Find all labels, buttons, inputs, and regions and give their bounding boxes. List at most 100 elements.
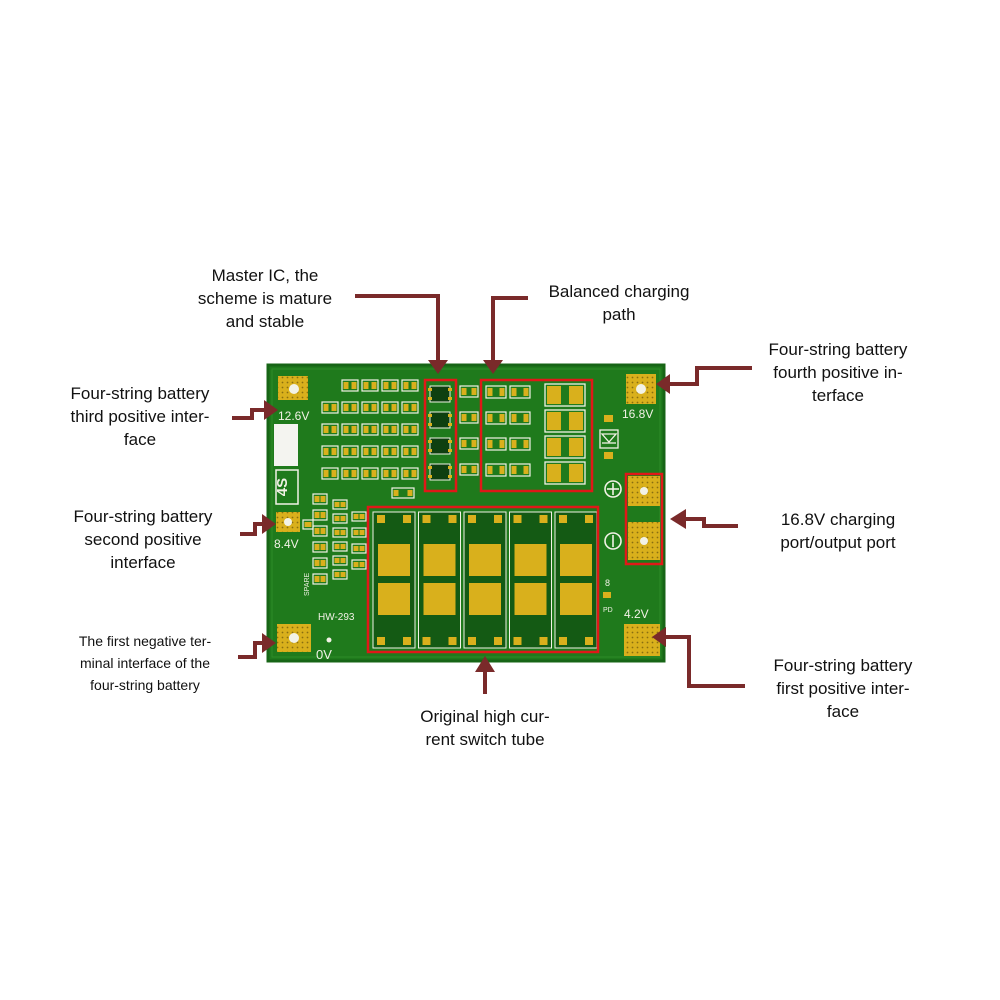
ic-pin: [448, 475, 452, 478]
callout-master-ic: Master IC, the scheme is mature and stab…: [197, 266, 333, 331]
smd-resistor-outline: [401, 467, 419, 480]
ic-body: [429, 463, 451, 481]
balance-resistor-outline: [509, 437, 531, 451]
smd-resistor-pad: [331, 404, 337, 411]
series-mark: 4S: [274, 478, 291, 496]
smd-resistor-pad: [331, 470, 337, 477]
smd-resistor-outline: [341, 423, 359, 436]
callout-charging-output-port: 16.8V charging port/output port: [780, 510, 896, 552]
smd-resistor-pad: [343, 426, 349, 433]
switch-tube-pad: [514, 544, 547, 576]
smd-resistor-outline: [381, 379, 399, 392]
smd-resistor-outline: [361, 423, 379, 436]
smd-capacitor-outline: [351, 559, 367, 570]
switch-tube-tab: [494, 637, 502, 645]
smd-resistor-outline: [321, 467, 339, 480]
ic-pin: [448, 397, 452, 400]
switch-tube-pad: [560, 583, 592, 615]
balance-resistor-pad: [499, 466, 505, 474]
ic-pin: [428, 414, 432, 417]
smd-capacitor-pad: [306, 522, 312, 527]
ic-resistor-pad: [461, 466, 467, 473]
smd-resistor-pad: [323, 426, 329, 433]
smd-resistor-outline: [361, 401, 379, 414]
highlight-balance-path: [479, 378, 594, 493]
smd-resistor-pad: [351, 448, 357, 455]
ic-pin: [448, 414, 452, 417]
switch-tube-tab: [468, 515, 476, 523]
smd-resistor-pad: [371, 470, 377, 477]
switch-tube-tab: [448, 515, 457, 523]
smd-resistor-outline: [361, 445, 379, 458]
label-0v: 0V: [316, 647, 332, 662]
smd-resistor-outline: [341, 401, 359, 414]
balance-transistor-outline: [544, 409, 586, 433]
switch-tube-tab: [539, 637, 548, 645]
arrow-charging-port: [686, 517, 738, 528]
smd-resistor-outline: [321, 445, 339, 458]
smd-resistor-pad: [323, 404, 329, 411]
ic-resistor-outline: [459, 463, 479, 476]
smd-capacitor-pad: [334, 502, 340, 507]
ic-body: [429, 437, 451, 455]
ic-resistor-pad: [471, 414, 477, 421]
smd-capacitor-pad: [320, 576, 326, 582]
balance-resistor-outline: [485, 385, 507, 399]
switch-tube-pad: [469, 544, 501, 576]
smd-resistor-pad: [371, 382, 377, 389]
smd-resistor-pad: [351, 382, 357, 389]
smd-capacitor-pad: [314, 496, 320, 502]
balance-resistor-pad: [487, 466, 493, 474]
smd-components-left: [302, 379, 419, 585]
highlight-charging-port: [624, 472, 664, 566]
ic-pin: [448, 423, 452, 426]
smd-resistor-outline: [381, 401, 399, 414]
balance-resistor-pad: [487, 414, 493, 422]
arrow-charging-port-head: [670, 509, 686, 529]
ic-pin: [428, 466, 432, 469]
smd-capacitor-outline: [312, 557, 328, 569]
label-16-8v: 16.8V: [622, 407, 653, 421]
switch-tube-pad: [560, 544, 592, 576]
balance-resistor-outline: [509, 411, 531, 425]
callout-switch-tube: Original high cur- rent switch tube: [420, 707, 550, 749]
switch-tube-pad: [514, 583, 547, 615]
balance-path-area: [485, 383, 586, 485]
smd-capacitor-pad: [314, 512, 320, 518]
switch-tube-tab: [585, 515, 593, 523]
smd-resistor-pad: [383, 382, 389, 389]
arrow-first-positive: [664, 635, 745, 688]
smd-resistor-pad: [403, 382, 409, 389]
ic-pin: [428, 388, 432, 391]
balance-resistor-pad: [523, 466, 529, 474]
pad-16-8v: [626, 374, 656, 404]
pad-12-6v: [278, 376, 308, 400]
ic-resistor-pad: [461, 388, 467, 395]
switch-tube-tab: [422, 637, 431, 645]
smd-capacitor-pad: [314, 560, 320, 566]
ic-pin: [428, 475, 432, 478]
ic-body: [429, 385, 451, 403]
switch-tube-pad: [378, 544, 410, 576]
arrow-switch-tube-head: [475, 656, 495, 672]
smd-resistor-pad: [411, 470, 417, 477]
model-label: HW-293: [318, 612, 355, 623]
smd-resistor-pad: [393, 490, 399, 496]
callout-first-positive-interface: Four-string battery first positive inter…: [773, 656, 913, 721]
diode-symbol: [599, 429, 619, 449]
ic-resistor-pad: [461, 440, 467, 447]
smd-resistor-outline: [321, 423, 339, 436]
smd-resistor-pad: [403, 448, 409, 455]
smd-resistor-pad: [363, 382, 369, 389]
smd-resistor-pad: [411, 382, 417, 389]
switch-tube-pad: [378, 583, 410, 615]
switch-tube-tab: [585, 637, 593, 645]
smd-resistor-pad: [391, 426, 397, 433]
switch-tube-pad: [469, 583, 501, 615]
smd-capacitor-pad: [353, 546, 359, 551]
switch-tube-cell: [509, 511, 552, 649]
smd-resistor-pad: [391, 404, 397, 411]
arrow-third-positive-head: [264, 400, 278, 420]
balance-resistor-pad: [523, 440, 529, 448]
